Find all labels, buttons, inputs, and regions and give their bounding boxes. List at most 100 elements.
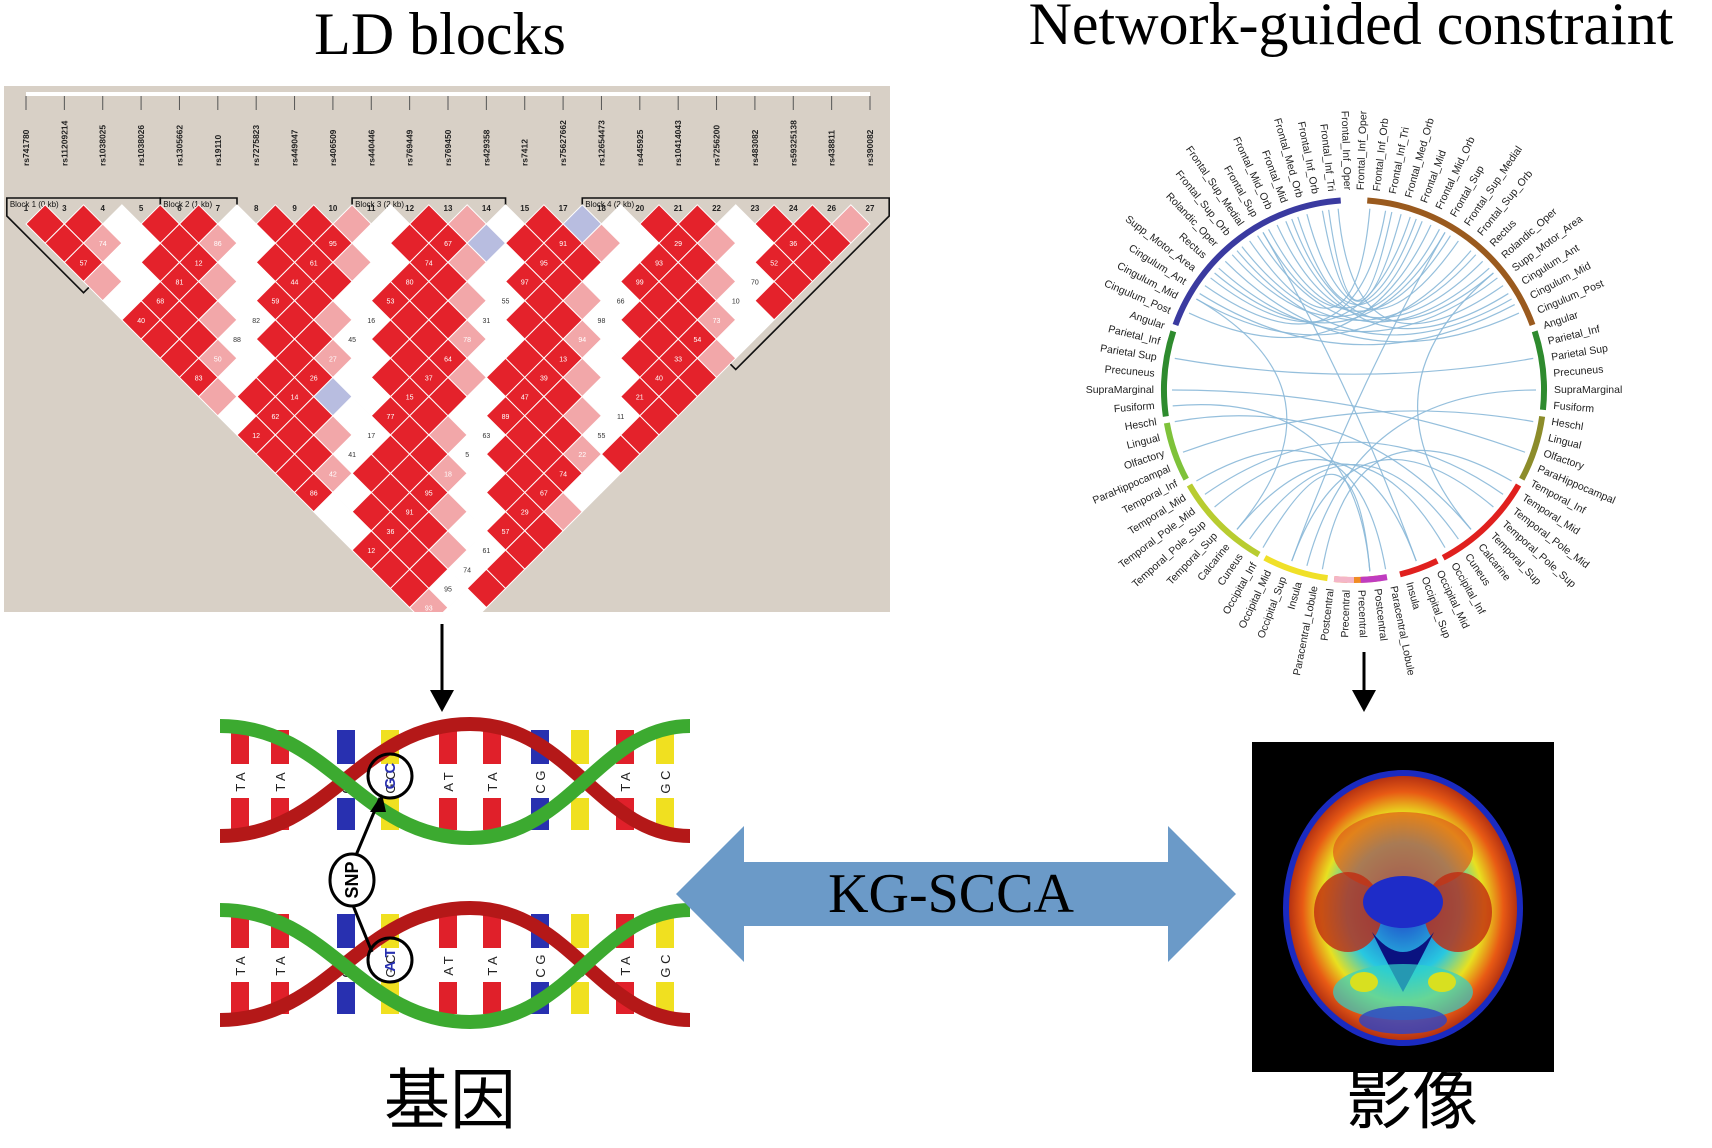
snp-highlight-circle — [366, 936, 414, 984]
base-letters: A T — [441, 772, 456, 791]
ld-cell-value: 37 — [425, 375, 433, 382]
ld-cell-value: 89 — [502, 414, 510, 421]
snp-index-label: 23 — [750, 204, 759, 213]
snp-id-label: rs7256200 — [712, 125, 722, 166]
ld-cell-value: 94 — [578, 337, 586, 344]
ld-cell-value: 22 — [578, 452, 586, 459]
ld-heatmap: rs7417801rs112092143rs10380254rs10380265… — [6, 92, 890, 647]
network-edge — [1257, 235, 1490, 323]
ld-cell-value: 40 — [655, 375, 663, 382]
snp-id-label: rs445925 — [635, 129, 645, 166]
ld-cell-value: 80 — [406, 280, 414, 287]
network-edge — [1171, 389, 1526, 453]
ld-cell-value: 74 — [425, 260, 433, 267]
ld-cell-value: 11 — [617, 414, 624, 421]
base-pair-label-box — [381, 764, 399, 798]
ld-cell-value: 36 — [387, 529, 395, 536]
network-edge — [1337, 208, 1504, 325]
network-edge — [1241, 246, 1477, 321]
base-pair-label-box — [271, 764, 289, 798]
snp-id-label: rs75627662 — [558, 120, 568, 166]
ld-cell-value: 40 — [137, 318, 145, 325]
base-letters: T A — [273, 772, 288, 792]
ld-cell-value: 95 — [540, 260, 548, 267]
ld-cell-value: 68 — [156, 299, 164, 306]
region-label: Insula — [1286, 581, 1305, 611]
base-letters: T A — [485, 772, 500, 792]
snp-id-label: rs59325138 — [788, 120, 798, 166]
network-edge — [1268, 229, 1451, 312]
region-group-arc — [1333, 575, 1355, 583]
ld-cell-value: 61 — [482, 548, 490, 555]
region-group-arc — [1441, 483, 1522, 561]
ld-cell-value: 61 — [310, 260, 318, 267]
ld-block-label: Block 4 (2 kb) — [585, 200, 634, 209]
snp-index-label: 15 — [520, 204, 529, 213]
network-edge — [1172, 404, 1371, 572]
network-edge — [1249, 208, 1371, 309]
network-edge — [1262, 218, 1417, 309]
ld-cell-value: 44 — [291, 280, 299, 287]
network-edges — [1171, 208, 1537, 572]
ld-cell-value: 29 — [674, 241, 682, 248]
base-letters: T A — [273, 956, 288, 976]
snp-id-label: rs769450 — [443, 129, 453, 166]
ld-cell-value: 53 — [387, 299, 395, 306]
ld-cell-value: 21 — [636, 395, 644, 402]
snp-index-label: 18 — [597, 204, 606, 213]
base-pair-label-box — [483, 948, 501, 982]
ld-cell-value: 86 — [214, 241, 222, 248]
ld-cell-value: 93 — [425, 606, 433, 612]
ld-cell-value: 12 — [195, 260, 203, 267]
snp-id-label: rs769449 — [405, 129, 415, 166]
snp-index-label: 9 — [292, 204, 297, 213]
snp-index-label: 26 — [827, 204, 836, 213]
region-label: Frontal_Inf_Orb — [1371, 117, 1391, 192]
ld-cell-value: 29 — [521, 510, 529, 517]
snp-index-label: 14 — [482, 204, 491, 213]
gene-caption: 基因 — [384, 1062, 516, 1139]
region-group-arc — [1367, 197, 1536, 327]
region-label: Heschl — [1550, 416, 1584, 433]
dna-backbone-red — [219, 716, 691, 843]
snp-index-label: 4 — [101, 204, 106, 213]
network-edge — [1328, 209, 1393, 301]
snp-base-pair: A T — [382, 948, 399, 972]
ld-cell-value: 12 — [367, 548, 375, 555]
network-edge — [1214, 232, 1446, 324]
ld-cell-value: 10 — [732, 299, 740, 306]
network-edge — [1291, 232, 1446, 562]
dna-backbone-green — [219, 903, 691, 1030]
snp-index-label: 6 — [177, 204, 182, 213]
snp-index-label: 11 — [367, 204, 376, 213]
base-pair-label-box — [483, 764, 501, 798]
snp-id-label: rs438811 — [827, 130, 837, 166]
ld-cell-value: 95 — [425, 491, 433, 498]
snp-bubble — [328, 852, 376, 908]
snp-index-label: 20 — [635, 204, 644, 213]
snp-id-label: rs7412 — [520, 139, 530, 166]
network-edge — [1196, 250, 1472, 336]
network-edge — [1297, 216, 1423, 305]
region-label: Precentral — [1355, 590, 1369, 638]
ld-cell-value: 59 — [271, 299, 279, 306]
ld-cell-value: 45 — [348, 337, 356, 344]
region-label: Precuneus — [1104, 364, 1155, 380]
ld-cell-value: 83 — [195, 375, 203, 382]
region-label: Precentral — [1339, 590, 1353, 638]
region-label: Parietal Sup — [1550, 342, 1609, 363]
base-pair-label-box — [616, 948, 634, 982]
ld-cell-value: 91 — [406, 510, 414, 517]
network-edge — [1204, 441, 1504, 495]
snp-index-label: 22 — [712, 204, 721, 213]
ld-cell-value: 5 — [465, 452, 469, 459]
snp-id-label: rs390082 — [865, 129, 875, 166]
ld-cell-value: 13 — [559, 356, 567, 363]
region-label: SupraMarginal — [1086, 384, 1154, 396]
ld-cell-value: 74 — [463, 567, 471, 574]
ld-cell-value: 62 — [271, 414, 279, 421]
ld-cell-value: 82 — [252, 318, 260, 325]
snp-base-pair: G C — [382, 763, 399, 790]
